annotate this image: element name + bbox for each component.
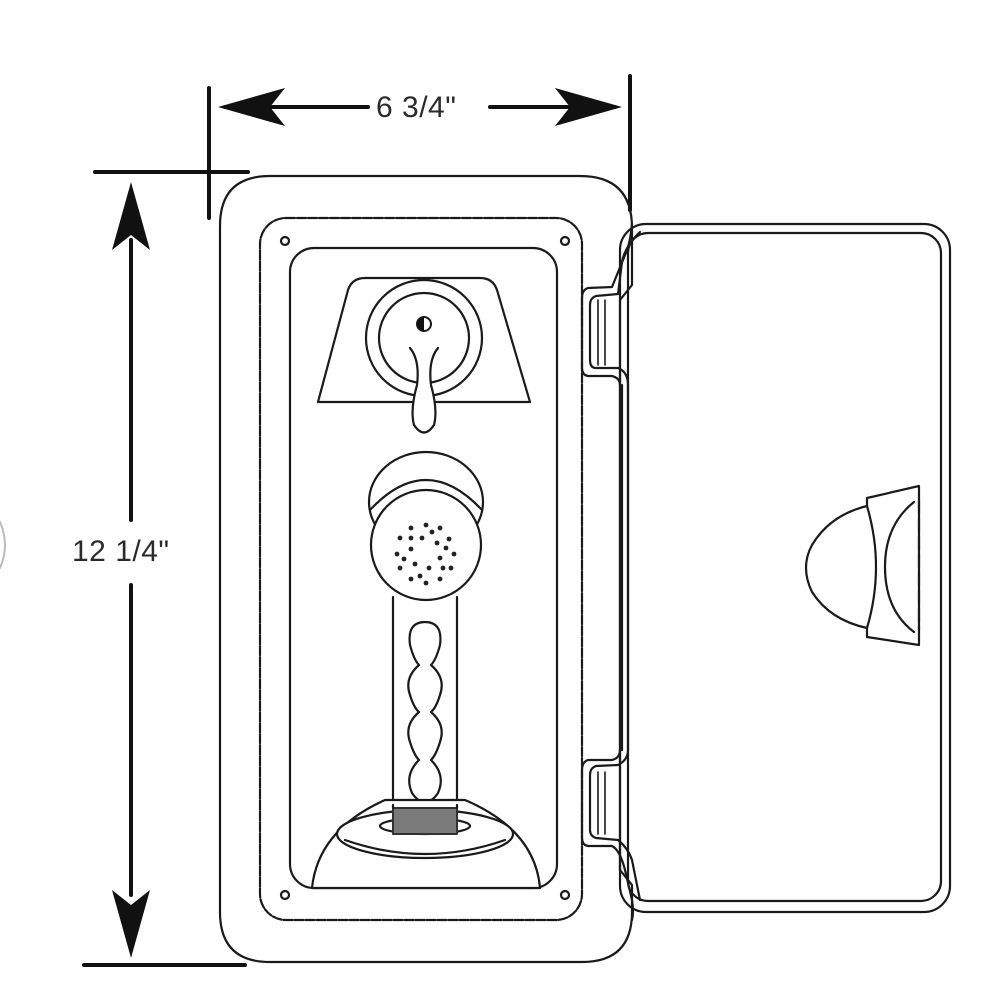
door-latch[interactable] [804,484,921,647]
valve-lever [408,346,440,434]
width-dimension-label: 6 3/4" [372,92,461,124]
cradle-base [310,798,542,890]
shower-head [367,450,485,602]
screw-hole-icon [559,889,571,901]
grip-pattern [407,620,443,804]
screw-hole-icon [559,235,571,247]
arrow-down-icon [112,890,150,958]
width-dimension [207,74,632,220]
hose-collar [392,807,458,835]
arrow-up-icon [112,182,150,250]
outer-frame [218,174,634,964]
spray-holes [394,522,457,586]
lower-hinge[interactable] [580,748,642,922]
arrow-right-icon [555,88,622,126]
upper-hinge[interactable] [580,222,642,387]
height-dimension-label: 12 1/4" [68,536,174,568]
mounting-holes [279,235,571,901]
shower-handle [391,595,459,807]
inner-frame [258,216,584,922]
valve-housing [316,276,532,404]
height-dimension [82,170,250,967]
door[interactable] [618,222,952,914]
arrow-left-icon [218,88,285,126]
edge-artifact [0,521,6,569]
screw-hole-icon [279,889,291,901]
screw-hole-icon [279,235,291,247]
